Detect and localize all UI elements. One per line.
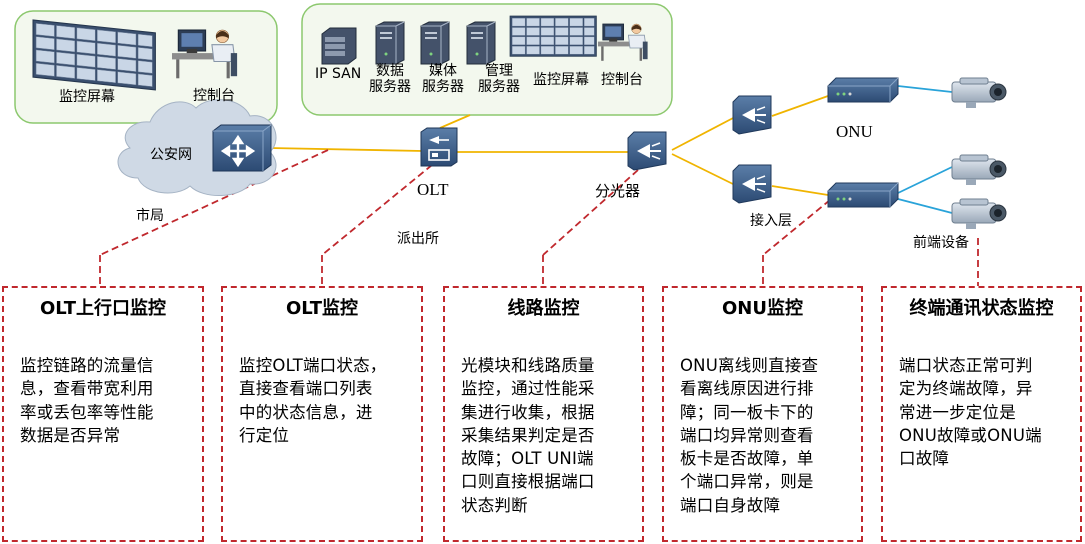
olt-device-icon <box>420 127 458 167</box>
onu-label: ONU <box>836 122 873 141</box>
data-server-label-line: 服务器 <box>369 79 411 95</box>
station-monitor-wall-label: 监控屏幕 <box>533 72 589 88</box>
data-server-label-line: 数据 <box>376 63 404 79</box>
card-olt-monitoring: OLT监控 监控OLT端口状态， 直接查看端口列表 中的状态信息，进 行定位 <box>221 286 423 542</box>
card-description: 光模块和线路质量 监控，通过性能采 集进行收集，根据 采集结果判定是否 故障；O… <box>461 354 632 517</box>
card-olt-uplink-monitoring: OLT上行口监控 监控链路的流量信 息，查看带宽利用 率或丢包率等性能 数据是否… <box>2 286 204 542</box>
city-monitor-wall-label: 监控屏幕 <box>59 89 115 105</box>
media-server-icon <box>420 21 450 65</box>
card-text-line: 行定位 <box>239 425 290 445</box>
station-console-label: 控制台 <box>601 72 643 88</box>
card-description: ONU离线则直接查 看离线原因进行排 障；同一板卡下的 端口均异常则查看 板卡是… <box>680 354 851 517</box>
card-text-line: 中的状态信息，进 <box>239 402 373 422</box>
onu-top-icon <box>827 77 899 103</box>
card-text-line: 采集结果判定是否 <box>461 425 595 445</box>
card-text-line: 状态判断 <box>461 495 528 515</box>
city-bureau-label: 市局 <box>136 208 164 224</box>
card-text-line: 数据是否异常 <box>20 425 121 445</box>
card-text-line: 故障；OLT UNI端 <box>461 449 594 469</box>
card-title: OLT上行口监控 <box>39 298 167 319</box>
card-terminal-status-monitoring: 终端通讯状态监控 端口状态正常可判 定为终端故障，异 常进一步定位是 ONU故障… <box>881 286 1082 542</box>
camera-icon <box>951 77 1007 109</box>
card-text-line: 口则直接根据端口 <box>461 472 595 492</box>
card-text-line: 板卡是否故障，单 <box>680 449 814 469</box>
card-text-line: 端口自身故障 <box>680 495 781 515</box>
card-connectors <box>99 149 979 286</box>
media-server-label-line: 媒体 <box>429 63 457 79</box>
card-line-monitoring: 线路监控 光模块和线路质量 监控，通过性能采 集进行收集，根据 采集结果判定是否… <box>443 286 644 542</box>
front-end-label: 前端设备 <box>913 235 969 251</box>
ipsan-label: IP SAN <box>315 66 362 82</box>
card-title: 线路监控 <box>507 298 580 319</box>
card-title: OLT监控 <box>285 298 359 319</box>
card-text-line: 常进一步定位是 <box>899 402 1016 422</box>
card-text-line: ONU故障或ONU端 <box>899 425 1042 445</box>
card-text-line: 个端口异常，则是 <box>680 472 814 492</box>
card-text-line: 率或丢包率等性能 <box>20 402 154 422</box>
data-server-label: 数据 服务器 <box>367 63 413 95</box>
card-text-line: 看离线原因进行排 <box>680 379 814 399</box>
ipsan-storage-icon <box>321 27 357 65</box>
media-server-label-line: 服务器 <box>422 79 464 95</box>
management-server-label-line: 服务器 <box>478 79 520 95</box>
card-title: ONU监控 <box>722 298 803 319</box>
card-text-line: 集进行收集，根据 <box>461 402 595 422</box>
splitter-icon <box>627 131 667 171</box>
management-server-label: 管理 服务器 <box>475 63 523 95</box>
card-text-line: 端口状态正常可判 <box>899 356 1033 375</box>
cloud-label: 公安网 <box>150 147 192 163</box>
access-splitter-bottom-icon <box>732 164 772 204</box>
management-server-icon <box>466 21 496 65</box>
card-text-line: 监控链路的流量信 <box>20 356 154 375</box>
fiber-links <box>269 95 829 196</box>
police-network-cloud <box>117 99 277 197</box>
data-server-icon <box>375 21 405 65</box>
splitter-label: 分光器 <box>595 182 641 200</box>
camera-links <box>897 85 953 214</box>
olt-label: OLT <box>417 180 449 199</box>
card-onu-monitoring: ONU监控 ONU离线则直接查 看离线原因进行排 障；同一板卡下的 端口均异常则… <box>662 286 863 542</box>
card-description: 监控链路的流量信 息，查看带宽利用 率或丢包率等性能 数据是否异常 <box>20 354 192 447</box>
onu-bottom-icon <box>827 182 899 208</box>
media-server-label: 媒体 服务器 <box>420 63 466 95</box>
police-station-label: 派出所 <box>397 231 439 247</box>
monitor-wall-icon <box>32 19 156 91</box>
camera-icon <box>951 154 1007 186</box>
card-text-line: 定为终端故障，异 <box>899 379 1033 399</box>
card-text-line: 光模块和线路质量 <box>461 356 595 375</box>
router-icon <box>212 124 272 172</box>
card-description: 端口状态正常可判 定为终端故障，异 常进一步定位是 ONU故障或ONU端 口故障 <box>899 354 1070 470</box>
card-description: 监控OLT端口状态， 直接查看端口列表 中的状态信息，进 行定位 <box>239 354 411 447</box>
card-text-line: 直接查看端口列表 <box>239 379 373 399</box>
card-title: 终端通讯状态监控 <box>909 298 1054 319</box>
camera-icon <box>951 198 1007 230</box>
access-splitter-top-icon <box>732 95 772 135</box>
card-text-line: 端口均异常则查看 <box>680 425 814 445</box>
management-server-label-line: 管理 <box>485 63 513 79</box>
card-text-line: 口故障 <box>899 449 950 469</box>
card-text-line: 监控OLT端口状态， <box>239 356 387 375</box>
station-monitor-wall-icon <box>509 15 597 57</box>
access-layer-label: 接入层 <box>750 213 792 229</box>
card-text-line: 息，查看带宽利用 <box>20 379 154 399</box>
card-text-line: 监控，通过性能采 <box>461 379 595 399</box>
card-text-line: ONU离线则直接查 <box>680 356 819 375</box>
card-text-line: 障；同一板卡下的 <box>680 402 814 422</box>
city-console-label: 控制台 <box>193 88 235 104</box>
